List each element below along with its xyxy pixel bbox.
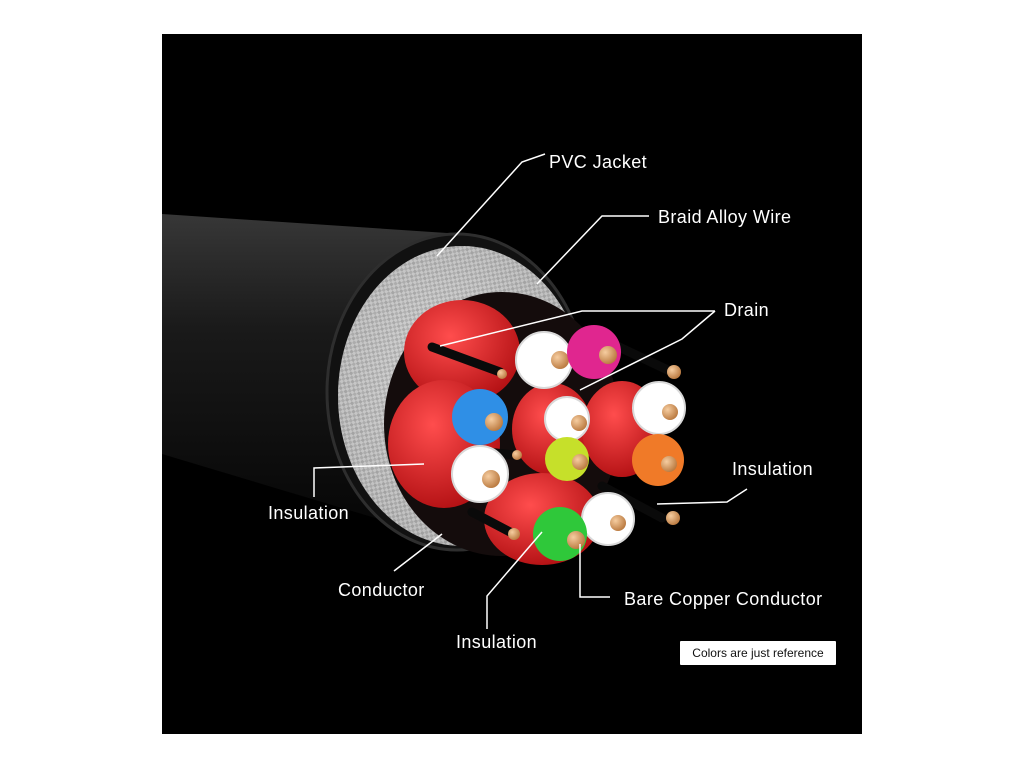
cable-illustration [162,153,748,629]
drain-copper-tips [497,365,681,540]
label-insulation-left: Insulation [268,503,350,523]
wire-orange [632,434,684,486]
label-bare-copper-conductor: Bare Copper Conductor [624,589,823,609]
leader-insulation-bottom [486,531,543,629]
leader-braid-alloy-wire [536,215,649,285]
wire-pink [567,325,621,379]
label-drain: Drain [724,300,770,320]
leader-bare-copper-conductor [579,544,610,598]
wire-white-3 [544,396,590,442]
leader-insulation-left [313,463,425,497]
wire-blue [452,389,508,445]
label-insulation-right: Insulation [732,459,814,479]
reference-note: Colors are just reference [680,641,836,665]
label-pvc-jacket: PVC Jacket [549,152,648,172]
leader-drain-bottom [579,310,716,391]
leader-drain-top [439,310,715,347]
label-insulation-bottom: Insulation [456,632,538,652]
cable-diagram-panel: PVC Jacket Braid Alloy Wire Drain Insula… [162,34,862,734]
wire-white-4 [632,381,686,435]
wire-white-2 [451,445,509,503]
wire-white-5 [581,492,635,546]
label-braid-alloy-wire: Braid Alloy Wire [658,207,792,227]
leader-pvc-jacket [436,153,546,257]
wire-yellow-green [545,437,589,481]
leader-insulation-right [656,488,748,505]
label-conductor: Conductor [338,580,425,600]
leader-conductor [393,533,443,572]
wire-white-1 [515,331,573,389]
leader-lines [313,153,748,629]
inner-core [384,292,686,565]
